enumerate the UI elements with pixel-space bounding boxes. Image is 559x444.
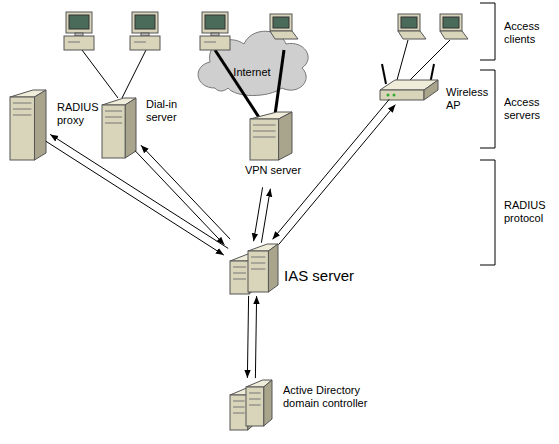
radius-arrow — [261, 189, 270, 243]
radius-arrow — [255, 296, 256, 378]
network-device: Active Directory domain controller — [226, 378, 276, 434]
device-label: Wireless AP — [446, 86, 492, 112]
radius-arrow — [273, 99, 390, 239]
network-device: RADIUS proxy — [8, 88, 48, 162]
radius-arrow — [247, 296, 248, 378]
tier-label: RADIUS protocol — [504, 199, 558, 225]
device-label: Internet — [198, 66, 306, 79]
device-label: IAS server — [284, 267, 384, 284]
network-device: Internet — [198, 40, 306, 95]
tier-label: Access servers — [504, 96, 556, 122]
radius-arrow — [254, 187, 263, 241]
network-device: IAS server — [226, 242, 280, 296]
device-label: RADIUS proxy — [57, 101, 105, 127]
device-label: Active Directory domain controller — [283, 384, 383, 410]
radius-arrow — [50, 134, 228, 248]
radius-arrow — [279, 105, 396, 245]
radius-arrow — [46, 141, 224, 255]
network-device: VPN server — [244, 110, 302, 188]
device-label: Dial-in server — [146, 98, 196, 124]
radius-arrow — [141, 145, 230, 239]
network-device: Wireless AP — [378, 62, 440, 102]
network-device: Dial-in server — [100, 96, 138, 160]
device-label: VPN server — [236, 164, 310, 177]
radius-arrow — [135, 151, 224, 245]
tier-label: Access clients — [504, 20, 556, 46]
